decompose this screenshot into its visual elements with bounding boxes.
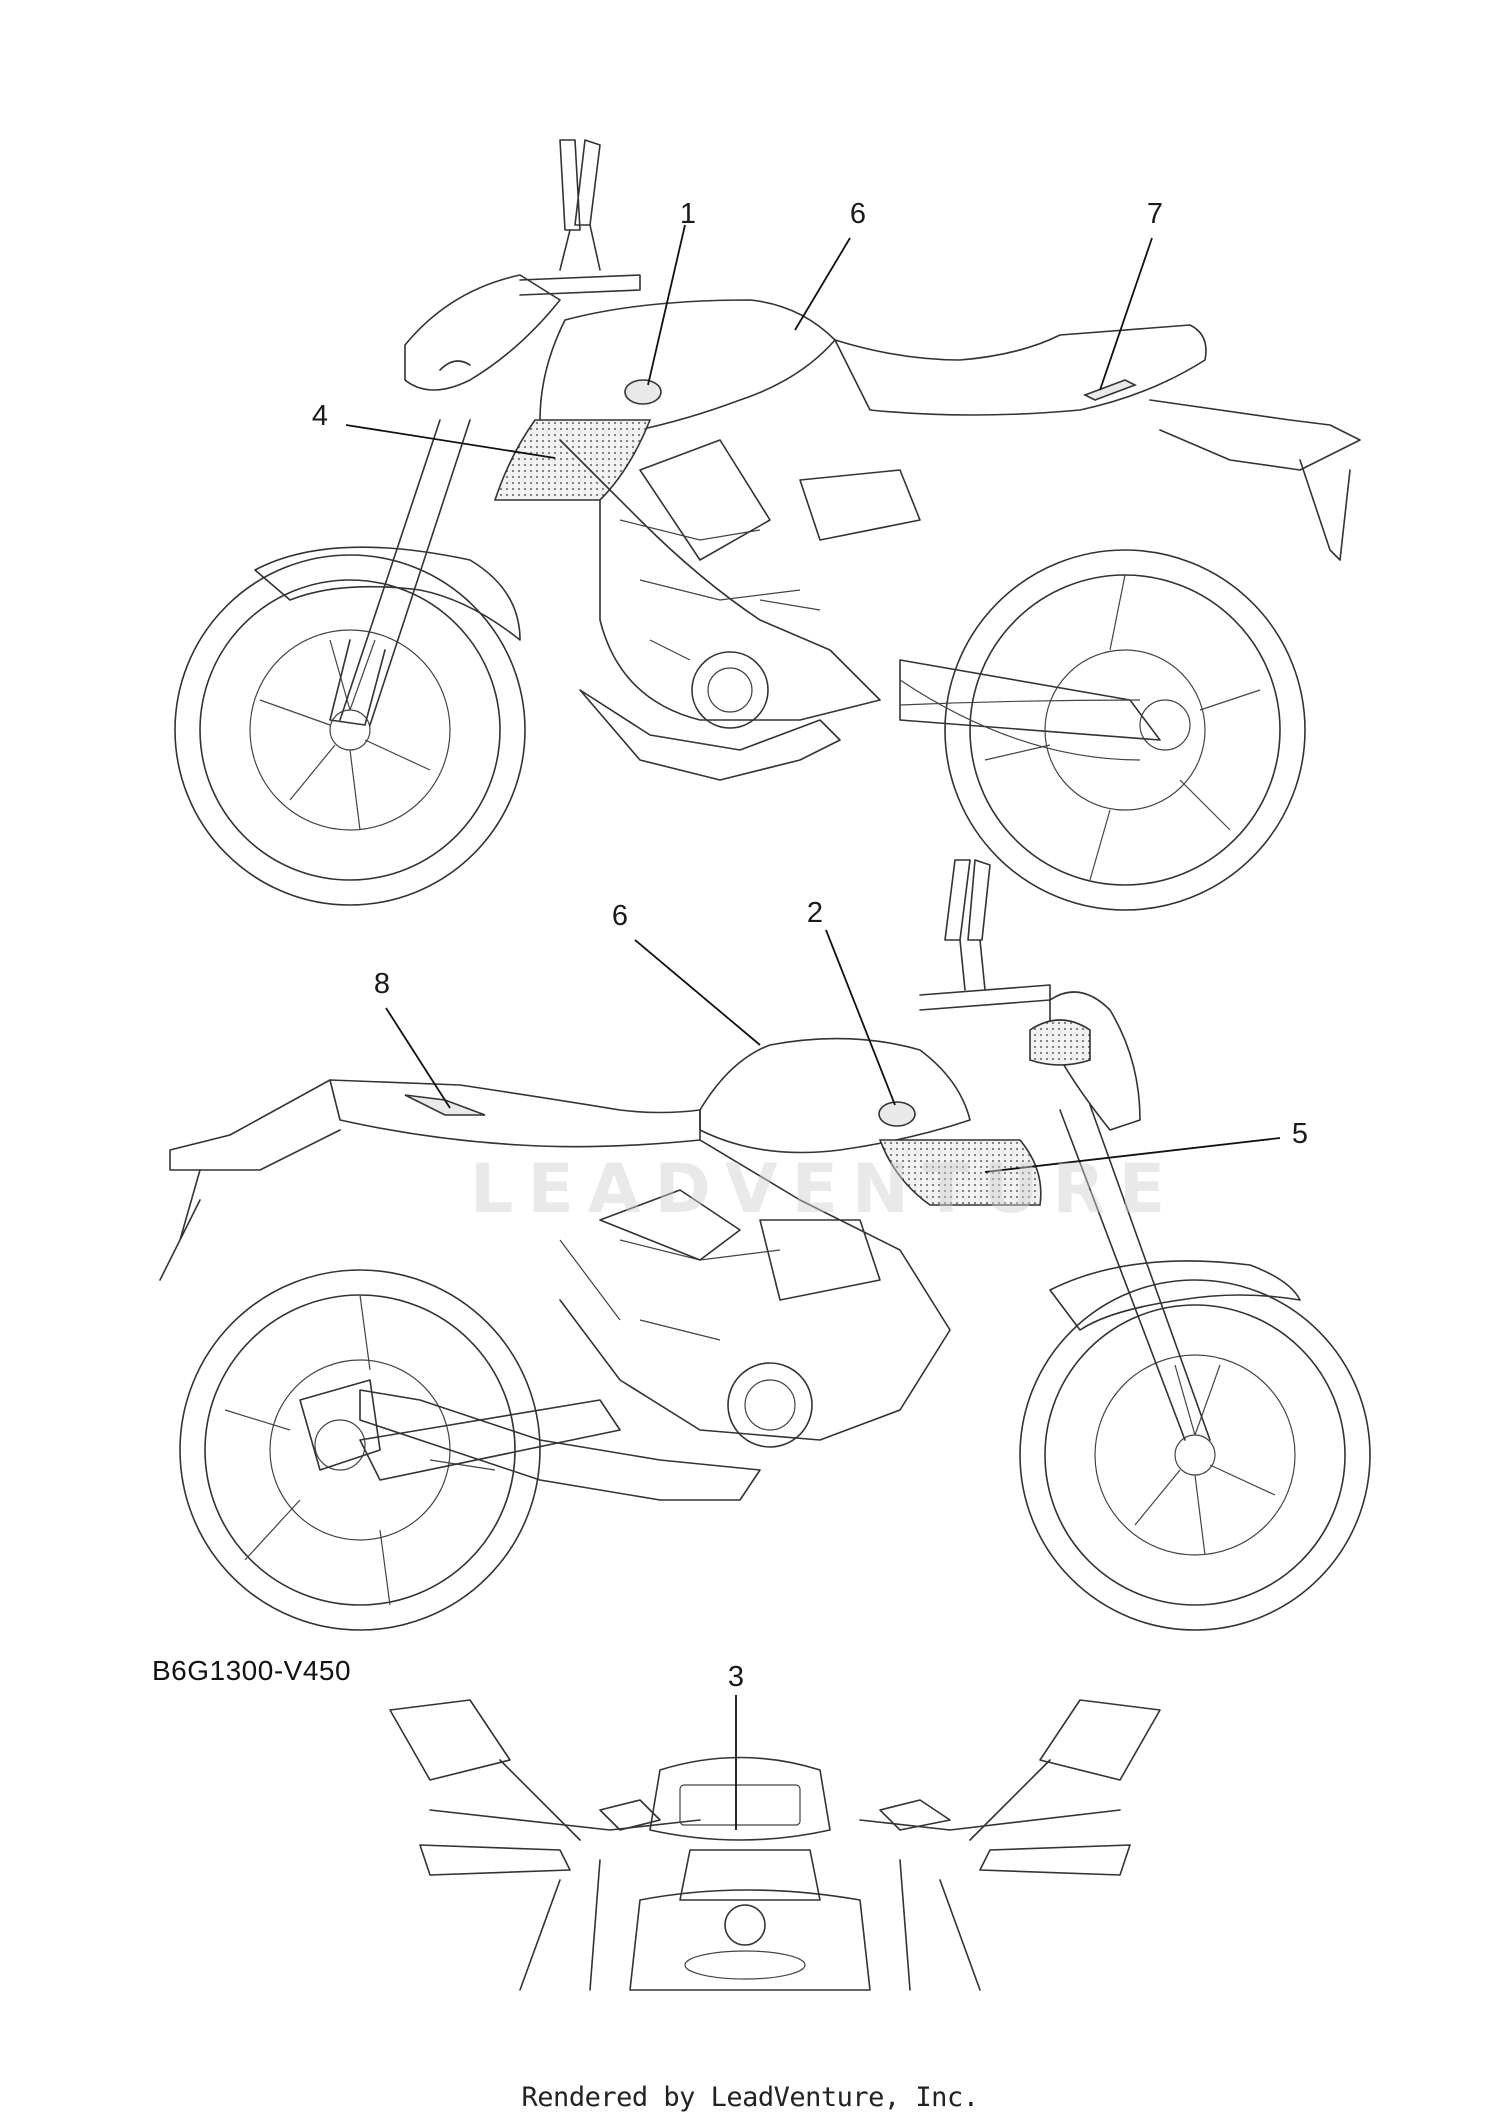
rear-wheel-right [179,1269,541,1631]
fuel-tank [539,299,836,441]
motorcycle-left-view [174,139,1361,911]
callout-5: 5 [1292,1118,1308,1150]
tank-cap-decal-1 [624,379,662,405]
callout-6-top: 6 [850,198,866,230]
motorcycle-right-view [159,859,1371,1631]
callout-2: 2 [807,897,823,929]
footer-credit: Rendered by LeadVenture, Inc. [521,2082,979,2113]
side-decal-5 [878,1139,1042,1206]
callout-6-middle: 6 [612,900,628,932]
callout-4: 4 [312,400,328,432]
rear-cowl-decal-7 [1083,379,1137,401]
front-wheel-right [1019,1279,1371,1631]
leader-lines [345,224,1281,1830]
fuel-tank-right [699,1037,971,1154]
rear-wheel [944,549,1306,911]
side-decal-4 [493,419,652,501]
callout-1: 1 [680,198,696,230]
callout-labels: 1 6 7 4 6 2 8 5 3 [312,198,1308,1693]
watermark: LEADVENTURE [470,1150,1180,1229]
diagram-code: B6G1300-V450 [152,1655,352,1686]
tank-cap-decal-2 [878,1101,916,1127]
callout-8: 8 [374,968,390,1000]
callout-7: 7 [1147,198,1163,230]
headlight-decal [1029,1019,1091,1066]
rear-cowl-decal-8 [404,1094,486,1116]
callout-3: 3 [728,1661,744,1693]
front-wheel [174,554,526,906]
cockpit-front-view [389,1699,1161,1991]
